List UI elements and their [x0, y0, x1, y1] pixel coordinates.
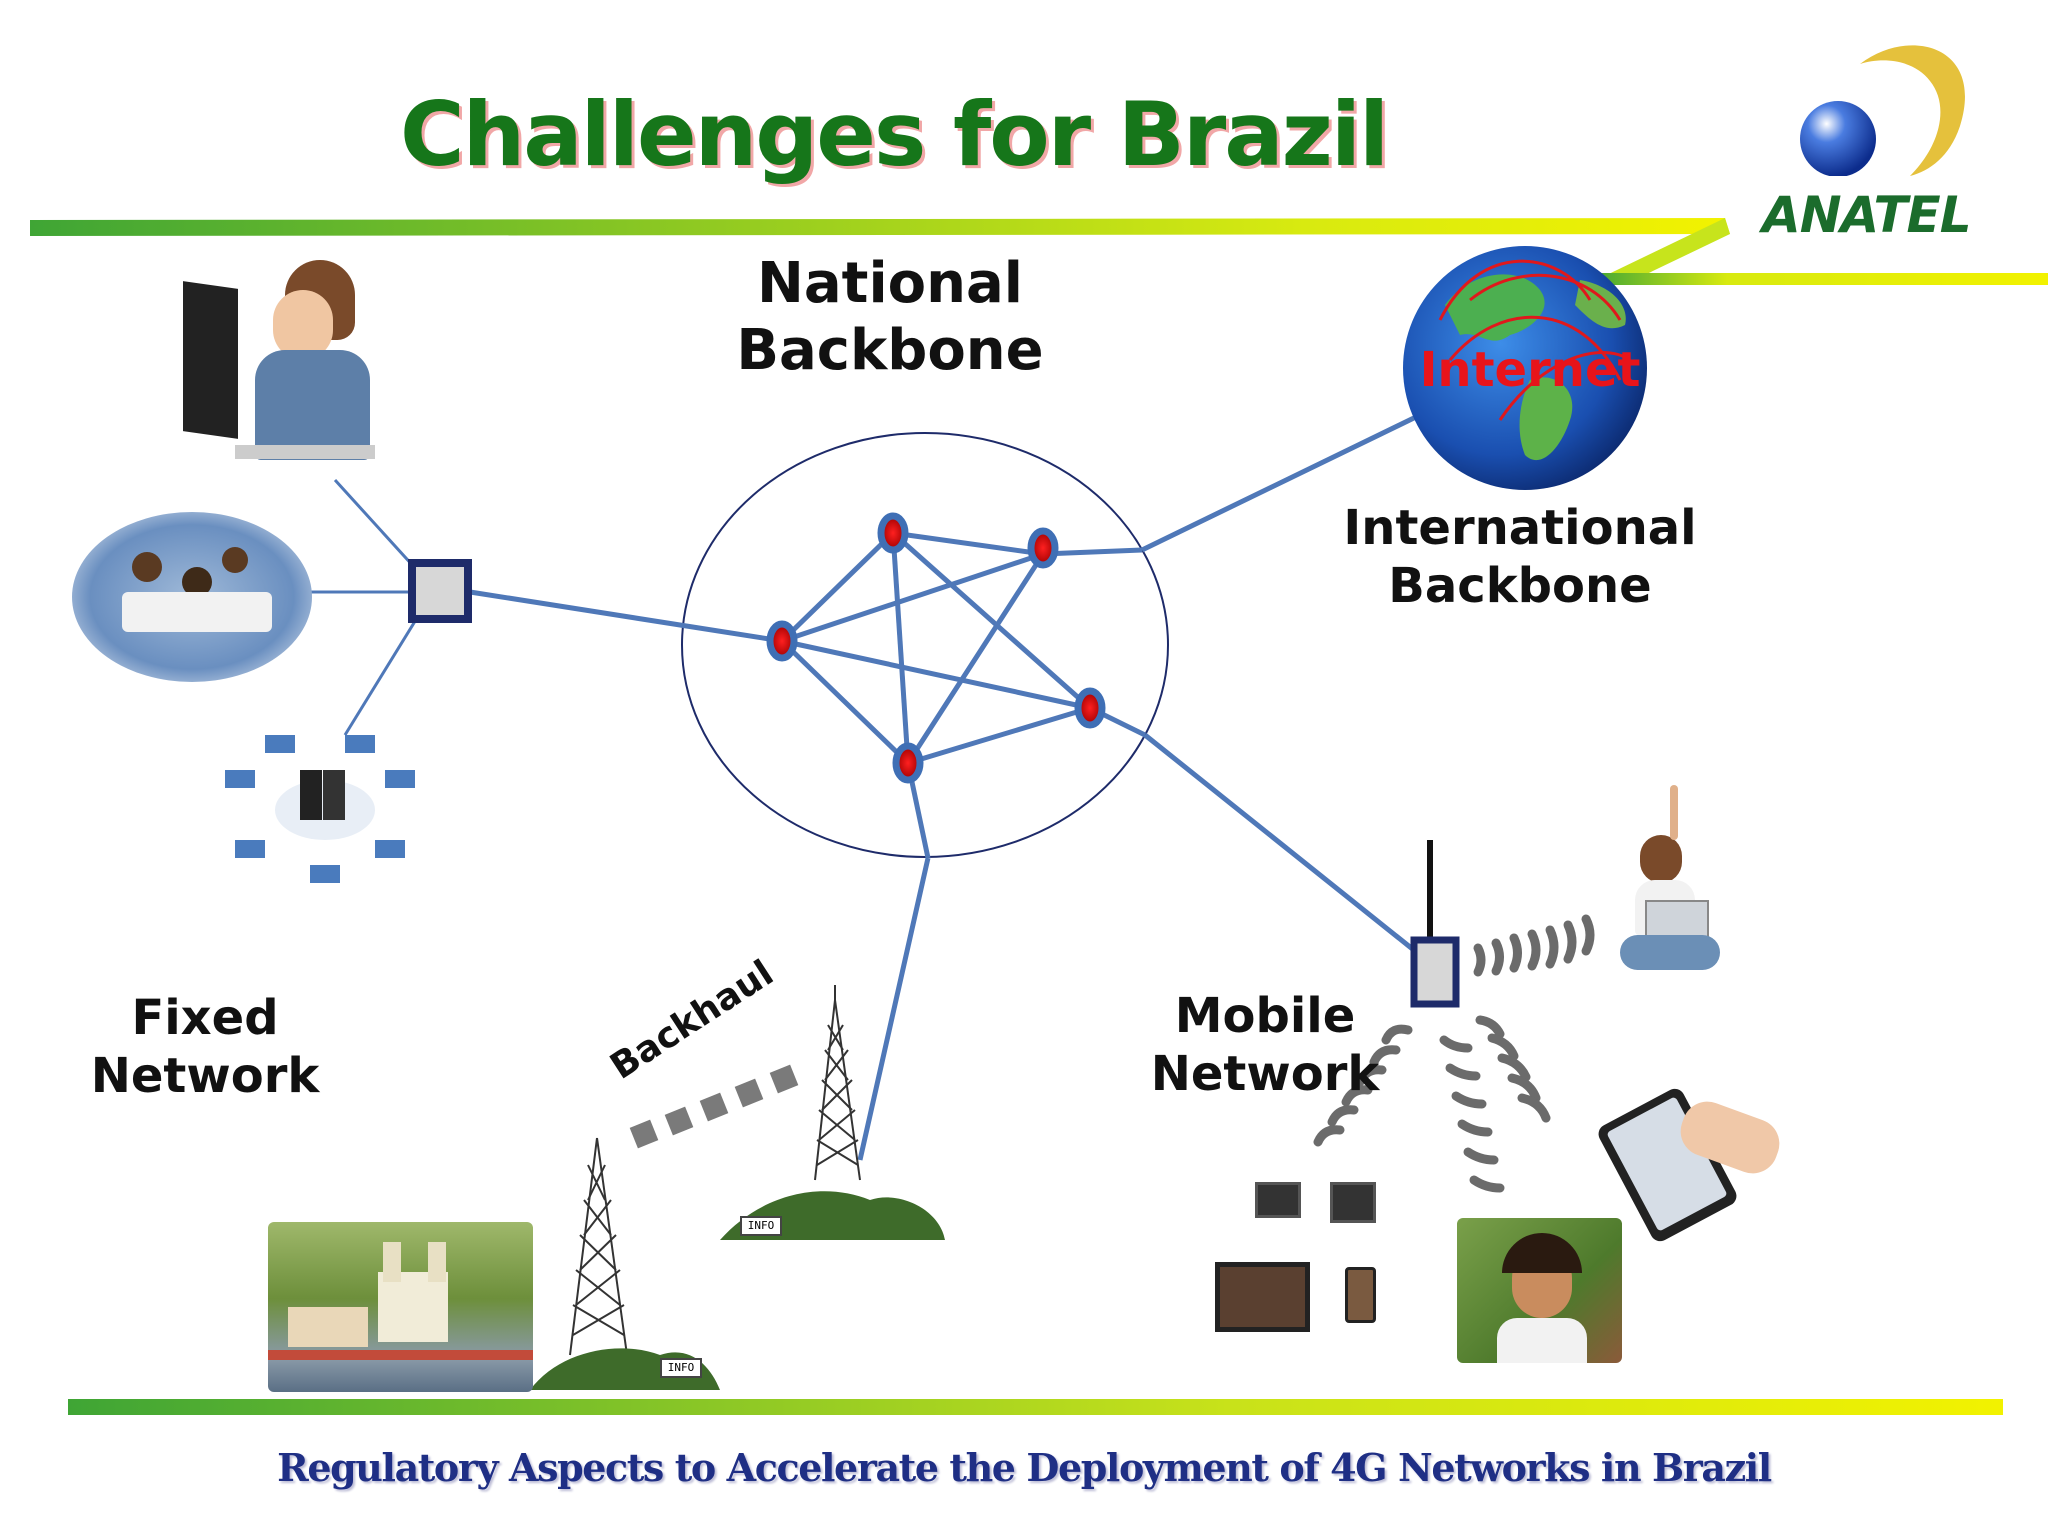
national-backbone-label: National Backbone [736, 251, 1044, 384]
tower-sign: INFO [740, 1216, 782, 1236]
mobile-antenna-icon [1410, 840, 1460, 1008]
anatel-globe-icon [1800, 45, 1965, 176]
international-backbone-label: International Backbone [1343, 500, 1697, 614]
signal-waves [1313, 914, 1595, 1193]
fixed-network-switch-icon [408, 559, 472, 623]
girl-with-laptop-image [1615, 780, 1725, 990]
tower-icon [569, 1137, 628, 1356]
backbone-node [1074, 687, 1106, 729]
bottom-bar [68, 1399, 2003, 1415]
server-network-image [215, 730, 430, 905]
internet-globe-icon [1403, 246, 1647, 490]
tablet-hand-image [1595, 1085, 1787, 1245]
internet-label: Internet [1419, 342, 1641, 398]
woman-at-computer-image [175, 260, 375, 475]
multi-device-image [1210, 1172, 1385, 1362]
backhaul-link [629, 1064, 799, 1149]
classroom-image [72, 512, 312, 682]
backbone-node [766, 620, 798, 662]
national-backbone-ring [681, 432, 1169, 858]
town-image [268, 1222, 533, 1392]
top-bar-right [1590, 273, 2048, 285]
woman-on-phone-image [1457, 1218, 1622, 1363]
tower-sign: INFO [660, 1358, 702, 1378]
backbone-nodes [766, 512, 1106, 784]
backbone-node [892, 742, 924, 784]
slide-title: Challenges for Brazil [400, 83, 1389, 186]
logo-text: ANATEL [1762, 186, 1972, 244]
backbone-node [877, 512, 909, 554]
top-bar-swoosh [1590, 218, 1730, 283]
backbone-node [1027, 527, 1059, 569]
connection-lines [469, 412, 1422, 1161]
mobile-network-label: Mobile Network [1150, 988, 1380, 1102]
tower-icon [814, 985, 861, 1181]
fixed-network-label: Fixed Network [90, 990, 320, 1104]
top-bar [30, 218, 1730, 236]
slide-footer: Regulatory Aspects to Accelerate the Dep… [277, 1445, 1772, 1490]
